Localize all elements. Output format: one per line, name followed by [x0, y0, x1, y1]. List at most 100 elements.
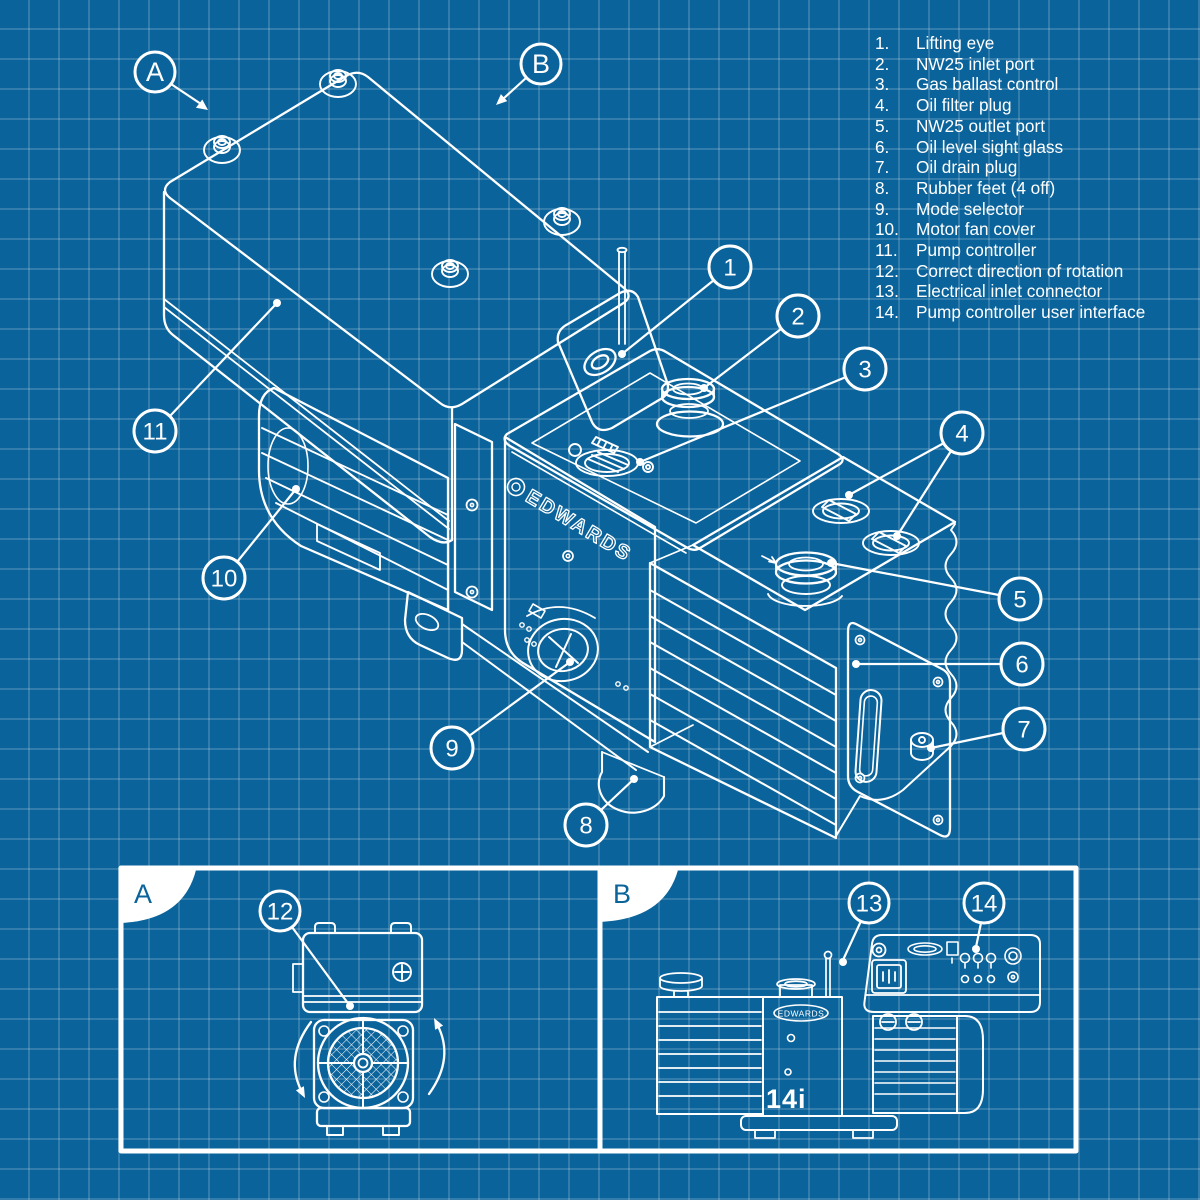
- callout-7: 7: [1001, 706, 1047, 752]
- svg-text:8: 8: [579, 813, 592, 840]
- panel-b: B EDWARDS 14i: [597, 865, 1079, 1154]
- leader-9: [467, 660, 572, 738]
- svg-text:9: 9: [445, 736, 458, 763]
- motor-rear-view: [292, 922, 424, 1136]
- arrowhead-view-a: [195, 99, 208, 110]
- svg-text:7: 7: [1017, 717, 1030, 744]
- callout-2: 2: [775, 293, 821, 339]
- parts-legend: 1.Lifting eye 2.NW25 inlet port 3.Gas ba…: [875, 33, 1195, 323]
- detail-a-label: A: [134, 879, 152, 909]
- legend-item: 3.Gas ballast control: [875, 74, 1059, 95]
- controller-rear-view: [863, 934, 1041, 1013]
- callout-5: 5: [997, 576, 1043, 622]
- callout-3: 3: [842, 346, 888, 392]
- iec-inlet-connector: [871, 942, 907, 994]
- edwards-oval-badge: EDWARDS: [773, 1004, 829, 1022]
- pump-controller-cover: [162, 69, 630, 544]
- callout-circles: A B 1 2 3 4 5 6 7 8 9 10 11: [132, 42, 1047, 848]
- leader-1: [620, 278, 716, 356]
- oil-drain-plug: [910, 732, 934, 761]
- leader-2: [702, 327, 783, 390]
- callout-view-a: A: [133, 50, 177, 94]
- edwards-logo: EDWARDS: [506, 477, 636, 567]
- svg-text:11: 11: [143, 419, 168, 446]
- callout-12: 12: [258, 889, 354, 1010]
- legend-item: 10.Motor fan cover: [875, 219, 1036, 240]
- callout-view-b: B: [519, 42, 563, 86]
- sight-glass-panel: [846, 621, 952, 838]
- legend-item: 11.Pump controller: [875, 240, 1037, 261]
- detail-b-label: B: [613, 879, 631, 909]
- inlet-port: [655, 377, 725, 438]
- leader-10: [235, 487, 298, 564]
- callout-leaders: [168, 76, 1005, 812]
- leader-11: [168, 301, 279, 418]
- leader-view-b: [501, 76, 528, 101]
- droplet-marks: [519, 622, 629, 691]
- svg-text:EDWARDS: EDWARDS: [778, 1009, 825, 1019]
- legend-item: 9.Mode selector: [875, 198, 1024, 219]
- arrowhead-view-b: [496, 94, 508, 105]
- callout-13: 13: [839, 881, 891, 966]
- callout-8: 8: [563, 802, 609, 848]
- callout-9: 9: [429, 725, 475, 771]
- mode-selector: [519, 603, 629, 691]
- legend-item: 12.Correct direction of rotation: [875, 260, 1124, 281]
- side-inlet-stub: [776, 978, 816, 998]
- motor-mounting-plate: [453, 422, 494, 612]
- callout-10: 10: [201, 555, 247, 601]
- oil-level-sight-glass: [854, 689, 883, 783]
- cover-screw-bosses: [203, 69, 581, 288]
- side-motor: [872, 1015, 984, 1114]
- base-plate: [403, 590, 666, 814]
- svg-text:14: 14: [971, 891, 998, 918]
- motor-fan-cover: [257, 386, 450, 612]
- rotation-arrow-left: [293, 1020, 313, 1098]
- legend-item: 6.Oil level sight glass: [875, 136, 1064, 157]
- callout-6: 6: [999, 641, 1045, 687]
- fan-grille: [316, 1016, 410, 1110]
- panel-b-tab: [598, 870, 678, 922]
- svg-text:4: 4: [955, 421, 968, 448]
- gas-ballast-control: [568, 436, 654, 477]
- leader-4: [847, 441, 953, 538]
- model-badge: 14i: [766, 1084, 807, 1114]
- legend-item: 1.Lifting eye: [875, 33, 995, 53]
- svg-text:6: 6: [1015, 652, 1028, 679]
- callout-14: 14: [962, 881, 1006, 953]
- exhaust-direction-arrow: [761, 555, 777, 564]
- pump-side-view: EDWARDS 14i: [656, 950, 984, 1139]
- leader-5: [829, 561, 1001, 597]
- svg-text:10: 10: [211, 566, 238, 593]
- oil-filter-plugs: [812, 498, 920, 556]
- legend-item: 2.NW25 inlet port: [875, 53, 1035, 74]
- panel-a-tab: [119, 870, 196, 923]
- callout-1: 1: [707, 244, 753, 290]
- pump-body-front: EDWARDS: [503, 435, 657, 744]
- leader-8: [599, 777, 636, 812]
- legend-item: 8.Rubber feet (4 off): [875, 177, 1056, 198]
- mount-bolts: [879, 1013, 923, 1031]
- legend-item: 5.NW25 outlet port: [875, 115, 1045, 136]
- pump-rear-deck: [691, 455, 957, 612]
- panel-a: A: [118, 865, 603, 1154]
- leader-7: [929, 731, 1005, 750]
- legend-item: 14.Pump controller user interface: [875, 302, 1146, 323]
- oil-box-fins: [648, 544, 838, 840]
- callout-4: 4: [939, 410, 985, 456]
- svg-text:5: 5: [1013, 587, 1026, 614]
- svg-text:13: 13: [856, 891, 883, 918]
- leader-dots: [195, 94, 935, 783]
- rear-bellows-edge: [835, 523, 958, 837]
- legend-item: 4.Oil filter plug: [875, 95, 1012, 116]
- rubber-foot: [597, 750, 666, 814]
- legend-item: 13.Electrical inlet connector: [875, 281, 1103, 302]
- svg-text:1: 1: [723, 255, 736, 282]
- callout-11: 11: [132, 408, 178, 454]
- svg-text:B: B: [532, 49, 550, 79]
- edwards-logo-text: EDWARDS: [522, 486, 636, 567]
- leader-3: [638, 375, 848, 464]
- legend-item: 7.Oil drain plug: [875, 157, 1018, 178]
